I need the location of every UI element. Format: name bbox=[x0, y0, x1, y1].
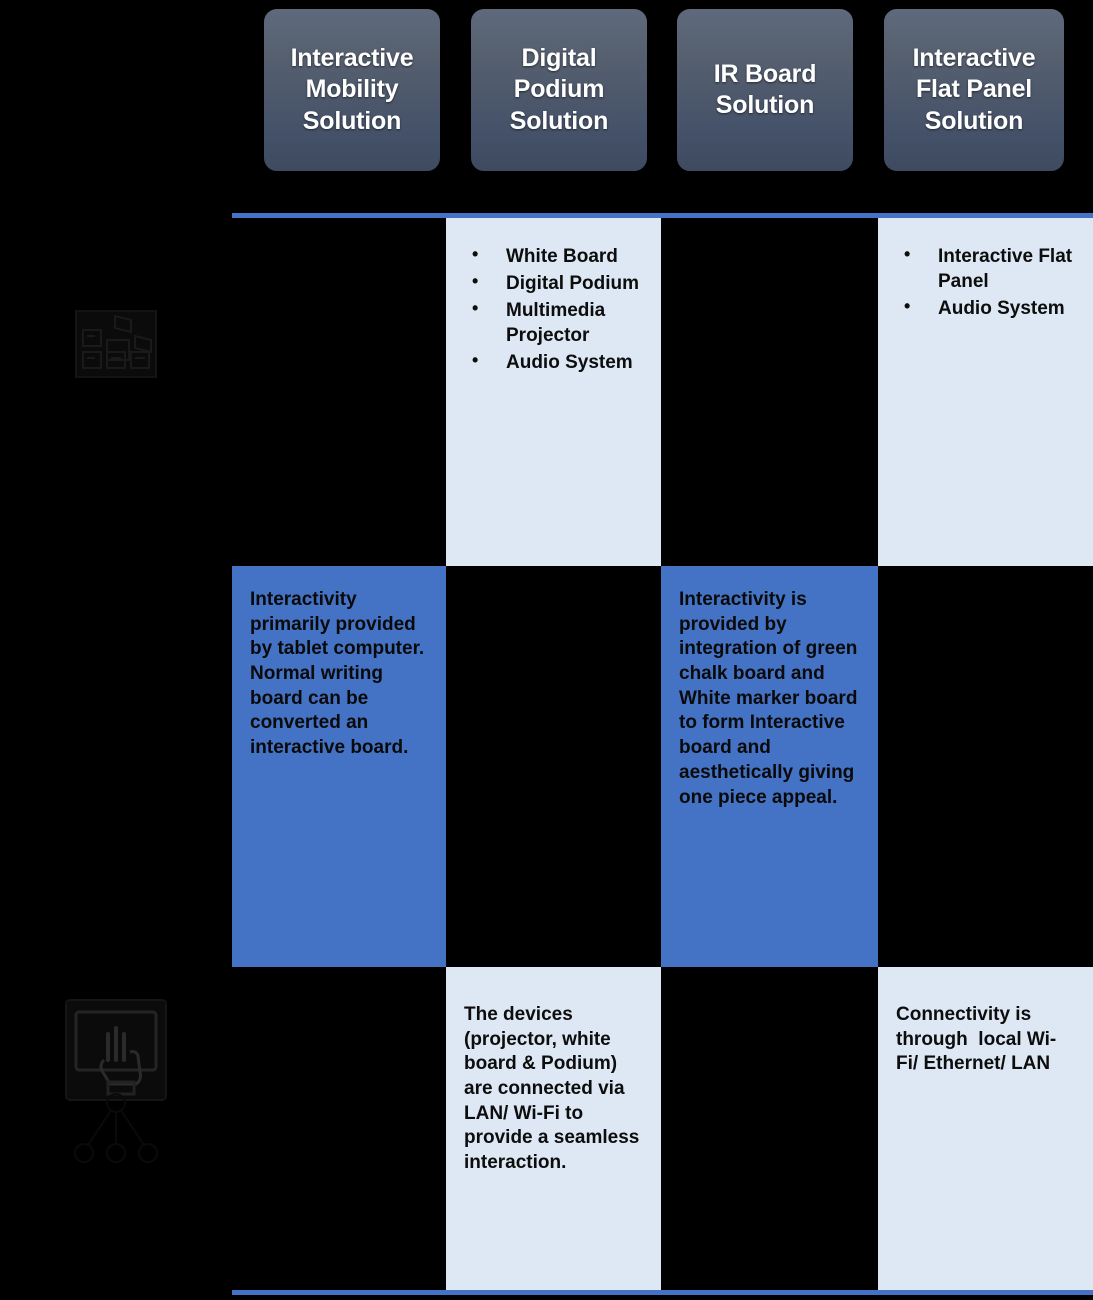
cell-connectivity-ir-board bbox=[661, 967, 878, 1290]
components-grid-icon bbox=[0, 218, 232, 566]
list-item: Multimedia Projector bbox=[464, 297, 643, 348]
cell-components-digital-podium: White Board Digital Podium Multimedia Pr… bbox=[446, 218, 661, 566]
list-item: Digital Podium bbox=[464, 270, 643, 296]
bullet-list: Interactive Flat Panel Audio System bbox=[896, 243, 1075, 321]
cell-components-ir-board bbox=[661, 218, 878, 566]
cell-body-text: Interactivity primarily provided by tabl… bbox=[250, 589, 430, 759]
solution-card-label: IR Board Solution bbox=[713, 59, 817, 120]
solution-card-label: Digital Podium Solution bbox=[509, 43, 609, 135]
cell-connectivity-interactive-flat-panel: Connectivity is through local Wi-Fi/ Eth… bbox=[878, 967, 1093, 1290]
solution-card-label: Interactive Flat Panel Solution bbox=[912, 43, 1036, 135]
cell-connectivity-digital-podium: The devices (projector, white board & Po… bbox=[446, 967, 661, 1290]
solution-card-interactive-flat-panel[interactable]: Interactive Flat Panel Solution bbox=[879, 4, 1069, 176]
hand-touch-screen-icon bbox=[0, 566, 232, 1101]
cell-body-text: The devices (projector, white board & Po… bbox=[464, 1004, 645, 1174]
cell-interactivity-interactive-mobility: Interactivity primarily provided by tabl… bbox=[232, 566, 446, 967]
list-item: Audio System bbox=[464, 349, 643, 375]
matrix-body: White Board Digital Podium Multimedia Pr… bbox=[0, 218, 1093, 1290]
solution-card-digital-podium[interactable]: Digital Podium Solution bbox=[466, 4, 652, 176]
solution-card-interactive-mobility[interactable]: Interactive Mobility Solution bbox=[259, 4, 445, 176]
cell-connectivity-interactive-mobility bbox=[232, 967, 446, 1290]
cell-interactivity-digital-podium bbox=[446, 566, 661, 967]
cell-body-text: Interactivity is provided by integration… bbox=[679, 589, 863, 808]
solution-card-ir-board[interactable]: IR Board Solution bbox=[672, 4, 858, 176]
cell-components-interactive-flat-panel: Interactive Flat Panel Audio System bbox=[878, 218, 1093, 566]
bottom-divider-rule bbox=[232, 1290, 1093, 1295]
cell-components-interactive-mobility bbox=[232, 218, 446, 566]
bullet-list: White Board Digital Podium Multimedia Pr… bbox=[464, 243, 643, 375]
solution-header-row: Interactive Mobility Solution Digital Po… bbox=[0, 0, 1093, 200]
cell-interactivity-interactive-flat-panel bbox=[878, 566, 1093, 967]
list-item: White Board bbox=[464, 243, 643, 269]
network-connectivity-icon bbox=[0, 967, 232, 1290]
top-divider-rule bbox=[232, 213, 1093, 218]
list-item: Audio System bbox=[896, 295, 1075, 321]
cell-body-text: Connectivity is through local Wi-Fi/ Eth… bbox=[896, 1004, 1057, 1075]
solution-card-label: Interactive Mobility Solution bbox=[290, 43, 414, 135]
matrix-row-interactivity: Interactivity primarily provided by tabl… bbox=[0, 566, 1093, 1101]
matrix-row-components: White Board Digital Podium Multimedia Pr… bbox=[0, 218, 1093, 566]
cell-interactivity-ir-board: Interactivity is provided by integration… bbox=[661, 566, 878, 967]
list-item: Interactive Flat Panel bbox=[896, 243, 1075, 294]
matrix-row-connectivity: The devices (projector, white board & Po… bbox=[0, 967, 1093, 1290]
